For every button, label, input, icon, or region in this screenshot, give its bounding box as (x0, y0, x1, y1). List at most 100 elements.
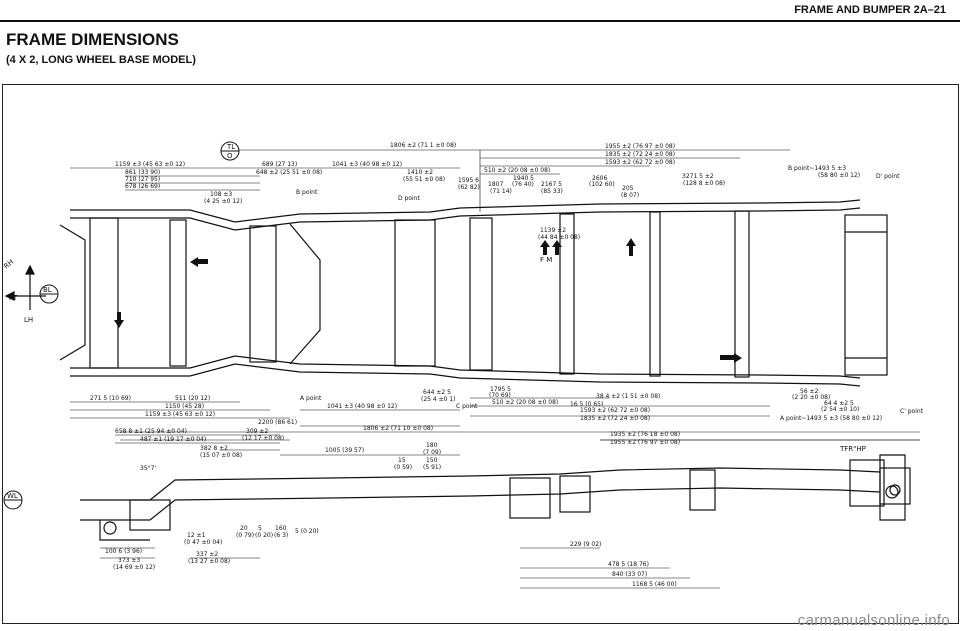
page-title: FRAME DIMENSIONS (6, 30, 179, 49)
dim-top-21: (71 14) (490, 188, 512, 195)
dim-side-3: (12 17 ±0 08) (242, 435, 284, 442)
d-prime-point-label: D' point (876, 173, 900, 180)
dim-bottom-5: 1041 ±3 (40 98 ±0 12) (327, 403, 397, 410)
rh-label: RH (2, 258, 15, 271)
section-heading: FRAME AND BUMPER 2A–21 (794, 4, 946, 16)
dim-top-12: (55 51 ±0 08) (403, 176, 445, 183)
dim-bottom-11: 510 ±2 (20 08 ±0 08) (492, 399, 558, 406)
top-view-frame (59, 199, 888, 387)
d-point-label: D point (398, 195, 420, 202)
dim-bottom-15: 1835 ±2 (72 24 ±0 08) (580, 415, 650, 422)
dim-bottom-7: 644 ±2 5 (423, 389, 451, 396)
dim-side-23: (6 3) (274, 532, 288, 539)
dim-side-22: 160 (275, 525, 287, 532)
dim-bottom-18: 64 4 ±2 5 (824, 400, 854, 407)
dim-top-28: 1595 6 (458, 177, 479, 184)
dim-top-8: 689 (27 13) (262, 161, 297, 168)
a-point-right-label: A point~1493 5 ±3 (58 80 ±0 12) (780, 415, 882, 422)
dim-bottom-13: 16 5 (0 65) (570, 401, 603, 408)
dim-bottom-8: (25 4 ±0 1) (421, 396, 456, 403)
dim-top-1: 1955 ±2 (76 97 ±0 08) (605, 143, 675, 150)
dim-side-24: 5 (0 20) (295, 528, 319, 535)
dim-top-23: (85 33) (541, 188, 563, 195)
dim-bottom-4: 2200 (86 61) (258, 419, 297, 426)
dim-side-9: 15 (398, 457, 406, 464)
dim-bottom-17: (2 20 ±0 08) (792, 394, 830, 401)
dim-bottom-3: 1159 ±3 (45 63 ±0 12) (145, 411, 215, 418)
dim-bottom-0: 271 5 (10 69) (90, 395, 131, 402)
dim-top-5: 861 (33 90) (125, 169, 160, 176)
dim-side-31: 478 5 (18 76) (608, 561, 649, 568)
dim-side-2: 309 ±2 (246, 428, 268, 435)
dim-top-15: (76 40) (512, 181, 534, 188)
a-point-label: A point (300, 395, 322, 402)
dim-top-22: 2167 5 (541, 181, 562, 188)
dim-side-11: 150 (426, 457, 438, 464)
dim-bottom-10: (70 69) (489, 392, 511, 399)
dim-top-6: 710 (27 95) (125, 176, 160, 183)
dim-top-0: 1806 ±2 (71 1 ±0 08) (390, 142, 456, 149)
dim-side-27: (14 69 ±0 12) (113, 564, 155, 571)
dim-side-32: 840 (33 07) (612, 571, 647, 578)
dim-top-27: (4 25 ±0 12) (204, 198, 242, 205)
dim-side-20: 5 (258, 525, 262, 532)
b-point-right-label: B point~1493 5 ±3 (788, 165, 846, 172)
dim-bottom-16: 56 ±2 (800, 388, 819, 395)
dim-top-9: 648 ±2 (25 51 ±0 08) (256, 169, 322, 176)
dim-side-12: (5 91) (423, 464, 441, 471)
dim-side-6: 1005 (39 57) (325, 447, 364, 454)
dim-side-30: 229 (9 02) (570, 541, 601, 548)
dim-top-3: 1593 ±2 (62 72 ±0 08) (605, 159, 675, 166)
c-prime-point-label: C' point (900, 408, 924, 415)
dim-side-33: 1168 5 (46 00) (632, 581, 677, 588)
dim-top-7: 678 (26 69) (125, 183, 160, 190)
section-views (849, 459, 911, 507)
dim-top-26: 108 ±3 (210, 191, 232, 198)
dim-side-25: 100 6 (3 96) (105, 548, 142, 555)
dim-side-10: (0 59) (394, 464, 412, 471)
dim-side-21: (0 20) (255, 532, 273, 539)
c-point-label: C point (456, 403, 478, 410)
dim-top-31: (44 84 ±0 08) (538, 234, 580, 241)
dim-side-19: (0 79) (236, 532, 254, 539)
dim-side-8: (7 09) (423, 449, 441, 456)
dim-bottom-1: 511 (20 12) (175, 395, 210, 402)
arrows (114, 238, 742, 363)
top-dimensions: 1806 ±2 (71 1 ±0 08) 1955 ±2 (76 97 ±0 0… (115, 142, 725, 241)
dim-top-29: (62 82) (458, 184, 480, 191)
bottom-dimensions: 271 5 (10 69) 511 (20 12) 1150 (45 28) 1… (90, 386, 859, 432)
o-label: O (227, 152, 233, 160)
dim-top-13: 510 ±2 (20 08 ±0 08) (484, 167, 550, 174)
tl-label: TL (226, 143, 235, 151)
side-view-frame (80, 454, 906, 541)
dim-side-0: 658 8 ±1 (25 94 ±0 04) (115, 428, 187, 435)
dim-bottom-19: (2 54 ±0 10) (821, 406, 859, 413)
dim-side-14: 1955 ±2 (76 97 ±0 08) (610, 439, 680, 446)
dim-top-19: (128 8 ±0 08) (683, 180, 725, 187)
dim-top-24: 205 (622, 185, 634, 192)
dim-bottom-6: 1806 ±2 (71 10 ±0 08) (363, 425, 433, 432)
dim-side-26: 373 ±3 (118, 557, 140, 564)
dim-side-16: 12 ±1 (187, 532, 206, 539)
dim-bottom-2: 1150 (45 28) (165, 403, 204, 410)
side-extension-lines (100, 434, 920, 589)
wl-label: WL (7, 492, 18, 500)
dim-top-11: 1410 ±2 (407, 169, 433, 176)
dim-bottom-9: 1795 5 (490, 386, 511, 393)
dim-side-15: 35°7' (140, 465, 156, 472)
dim-side-13: 1935 ±2 (76 18 ±0 08) (610, 431, 680, 438)
bl-label: BL (43, 286, 52, 294)
dim-bottom-12: 38 4 ±2 (1 51 ±0 08) (596, 393, 660, 400)
dim-top-16: 2606 (592, 175, 607, 182)
dim-top-10: 1041 ±3 (40 98 ±0 12) (332, 161, 402, 168)
page-header: FRAME AND BUMPER 2A–21 (0, 0, 960, 22)
dim-side-1: 487 ±1 (19 17 ±0 04) (140, 436, 206, 443)
header-rule (0, 20, 960, 22)
dim-top-25: (8 07) (621, 192, 639, 199)
dim-top-14: 1940 5 (513, 175, 534, 182)
dim-side-7: 180 (426, 442, 438, 449)
ft-label: FT (9, 294, 18, 302)
watermark: carmanualsonline.info (797, 612, 950, 629)
dim-side-17: (0 47 ±0 04) (184, 539, 222, 546)
tfr-hp-label: TFR"HP (839, 445, 866, 453)
